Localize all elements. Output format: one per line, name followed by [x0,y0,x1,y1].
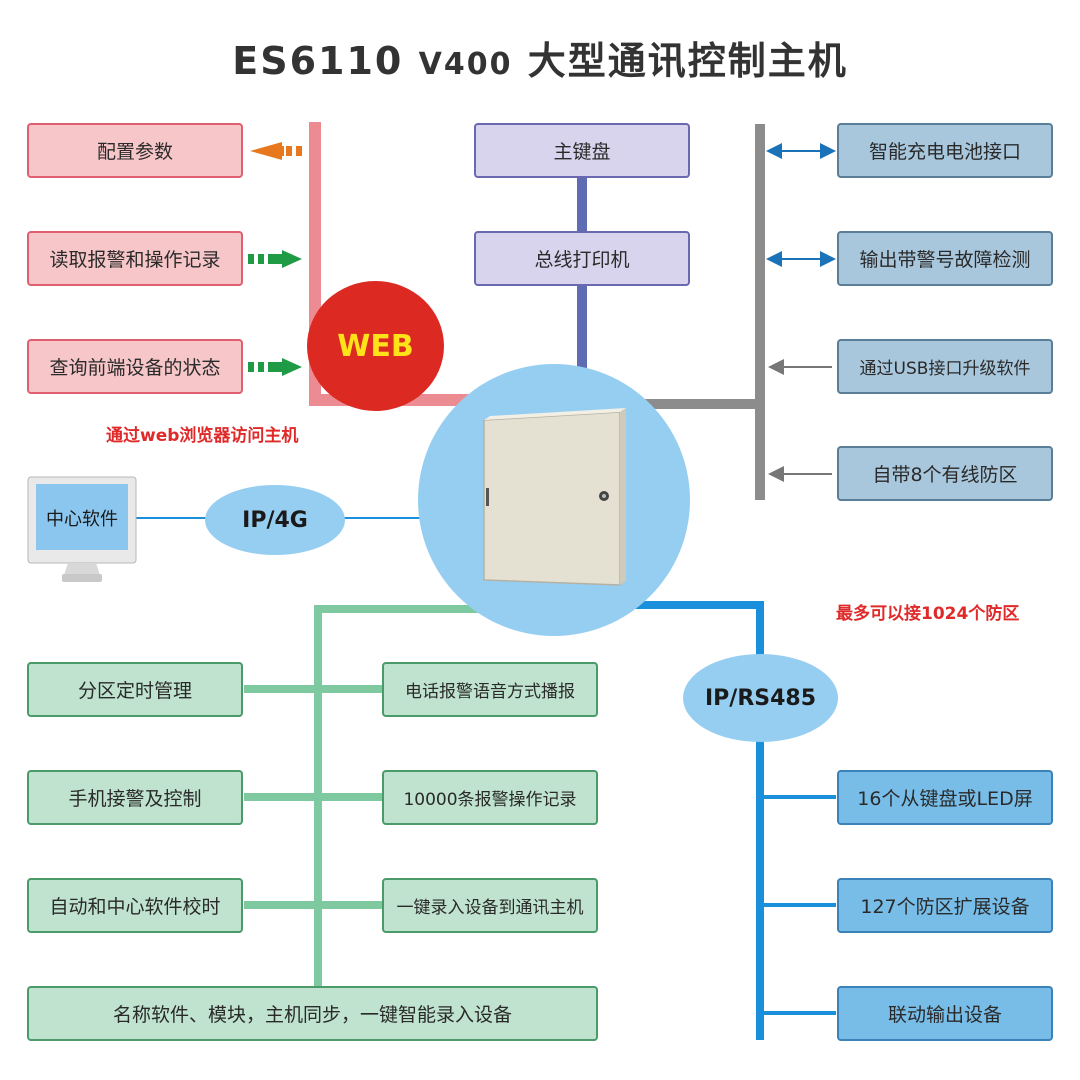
rs485-note: 最多可以接1024个防区 [836,604,1020,624]
mobile-control-box: 手机接警及控制 [27,770,243,825]
arrow-query-status [248,358,302,376]
arrow-read-records [248,250,302,268]
usb-upgrade-box: 通过USB接口升级软件 [837,339,1053,394]
partition-timer-box: 分区定时管理 [27,662,243,717]
zone-expansion-box: 127个防区扩展设备 [837,878,1053,933]
ip-4g-oval: IP/4G [205,485,345,555]
ip-rs485-oval: IP/RS485 [683,654,838,742]
siren-detect-box: 输出带警号故障检测 [837,231,1053,286]
one-key-enroll-box: 一键录入设备到通讯主机 [382,878,598,933]
bus-printer-box: 总线打印机 [474,231,690,286]
web-circle: WEB [307,281,444,411]
wired-zones-box: 自带8个有线防区 [837,446,1053,501]
query-status-box: 查询前端设备的状态 [27,339,243,394]
read-records-box: 读取报警和操作记录 [27,231,243,286]
main-keyboard-box: 主键盘 [474,123,690,178]
config-params-box: 配置参数 [27,123,243,178]
web-trunk-line [309,122,470,406]
linkage-output-box: 联动输出设备 [837,986,1053,1041]
records-10000-box: 10000条报警操作记录 [382,770,598,825]
page-title: ES6110 V400 大型通讯控制主机 [232,39,848,83]
center-software-label: 中心软件 [46,509,118,530]
sync-enroll-box: 名称软件、模块，主机同步，一键智能录入设备 [27,986,598,1041]
time-sync-box: 自动和中心软件校时 [27,878,243,933]
battery-interface-box: 智能充电电池接口 [837,123,1053,178]
slave-keyboard-box: 16个从键盘或LED屏 [837,770,1053,825]
arrow-config [250,142,302,160]
monitor-icon [27,476,137,582]
green-trunk-line [314,605,490,1000]
voice-broadcast-box: 电话报警语音方式播报 [382,662,598,717]
web-note: 通过web浏览器访问主机 [106,426,299,446]
host-cabinet-icon [483,408,626,586]
blue-trunk-line [625,601,764,1040]
